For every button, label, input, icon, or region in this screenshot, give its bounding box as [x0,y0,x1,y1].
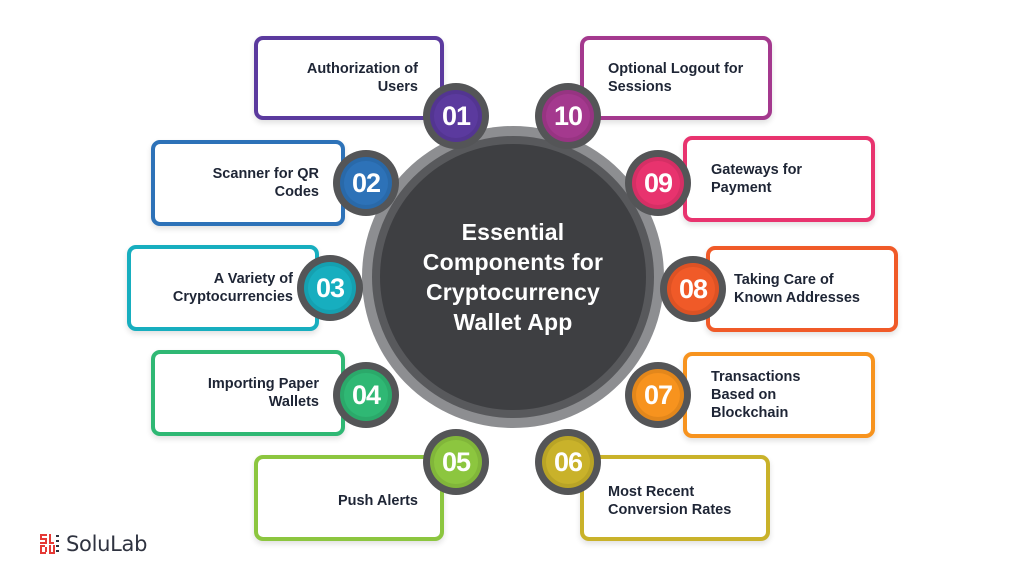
card-09: Gateways for Payment [683,136,875,222]
card-01: Authorization of Users [254,36,444,120]
badge-08: 08 [660,256,726,322]
card-06: Most Recent Conversion Rates [580,455,770,541]
badge-08-circle: 08 [667,263,719,315]
card-05-label: Push Alerts [337,493,418,509]
badge-03-number: 03 [315,272,345,303]
badge-02: 02 [333,150,399,216]
badge-01-number: 01 [441,100,471,131]
badge-03: 03 [297,255,363,321]
card-10-label: Optional Logout for Sessions [608,61,744,95]
badge-09-number: 09 [643,167,673,198]
card-03: A Variety of Cryptocurrencies [127,245,319,331]
badge-01-circle: 01 [430,90,482,142]
card-06-label: Most Recent Conversion Rates [608,484,732,518]
badge-10: 10 [535,83,601,149]
badge-10-number: 10 [553,100,583,131]
card-10: Optional Logout for Sessions [580,36,772,120]
badge-04-circle: 04 [340,369,392,421]
card-09-label: Gateways for Payment [711,162,803,196]
badge-09-circle: 09 [632,157,684,209]
card-04-label: Importing Paper Wallets [207,376,319,410]
solulab-logo: SoluLab [40,532,147,556]
badge-03-circle: 03 [304,262,356,314]
badge-02-circle: 02 [340,157,392,209]
badge-06-circle: 06 [542,436,594,488]
badge-07-circle: 07 [632,369,684,421]
badge-09: 09 [625,150,691,216]
card-02-label: Scanner for QR Codes [212,166,319,200]
badge-04-number: 04 [351,379,381,410]
card-08: Taking Care of Known Addresses [706,246,898,332]
badge-05-number: 05 [441,446,471,477]
card-08-label: Taking Care of Known Addresses [734,272,860,306]
card-07-label: Transactions Based on Blockchain [711,369,801,421]
badge-06-number: 06 [553,446,583,477]
card-01-label: Authorization of Users [306,61,418,95]
badge-10-circle: 10 [542,90,594,142]
hub-center: Essential Components for Cryptocurrency … [380,144,646,410]
badge-06: 06 [535,429,601,495]
hub-title: Essential Components for Cryptocurrency … [422,219,604,335]
badge-07-number: 07 [643,379,673,410]
badge-08-number: 08 [678,273,708,304]
badge-01: 01 [423,83,489,149]
card-07: Transactions Based on Blockchain [683,352,875,438]
card-05: Push Alerts [254,455,444,541]
badge-05-circle: 05 [430,436,482,488]
solulab-logo-icon [40,534,60,554]
card-03-label: A Variety of Cryptocurrencies [172,271,293,305]
card-02: Scanner for QR Codes [151,140,345,226]
badge-05: 05 [423,429,489,495]
badge-04: 04 [333,362,399,428]
badge-02-number: 02 [351,167,381,198]
solulab-logo-text: SoluLab [66,532,148,556]
badge-07: 07 [625,362,691,428]
card-04: Importing Paper Wallets [151,350,345,436]
